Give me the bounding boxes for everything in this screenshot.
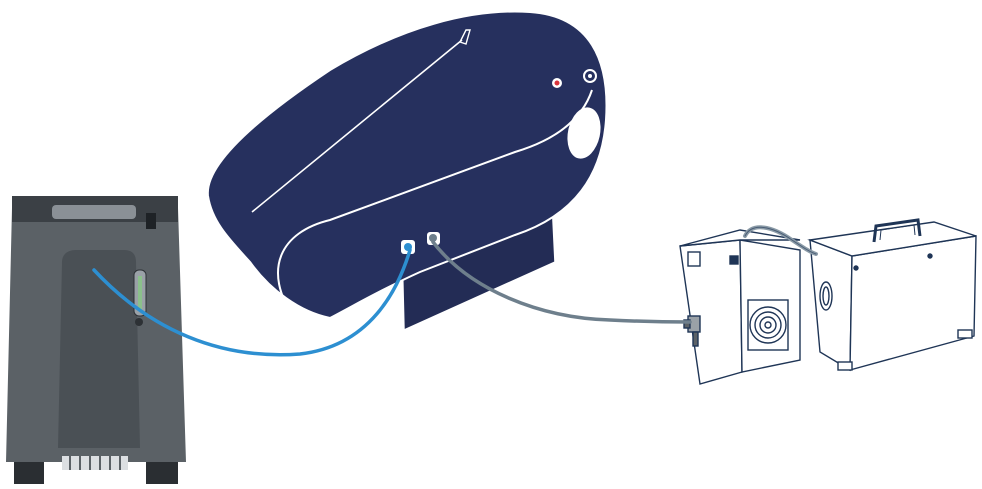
concentrator-power-button: [146, 213, 156, 229]
concentrator-vent-grille: [62, 456, 128, 470]
cooler-display: [688, 252, 700, 266]
compressor-foot-left: [838, 362, 852, 370]
concentrator-front-panel: [58, 250, 140, 448]
flowmeter-tube: [138, 276, 142, 310]
air-cooler-icon: [680, 230, 800, 384]
hyperbaric-chamber-icon: [208, 11, 607, 330]
compressor-screw: [854, 266, 858, 270]
chamber-body: [208, 11, 607, 318]
concentrator-wheel-right: [146, 462, 178, 484]
concentrator-handle: [52, 205, 136, 219]
air-compressor-icon: [810, 220, 976, 370]
oxygen-outlet-icon: [135, 318, 143, 326]
cooler-fan-icon: [748, 300, 788, 350]
compressor-foot-right: [958, 330, 972, 338]
compressor-side: [850, 236, 976, 370]
compressor-screw-2: [928, 254, 932, 258]
cooler-switch: [730, 256, 738, 264]
concentrator-wheel-left: [14, 462, 44, 484]
oxygen-concentrator-icon: [6, 196, 186, 484]
pressure-gauge-dot: [555, 81, 560, 86]
relief-valve-center: [588, 74, 592, 78]
